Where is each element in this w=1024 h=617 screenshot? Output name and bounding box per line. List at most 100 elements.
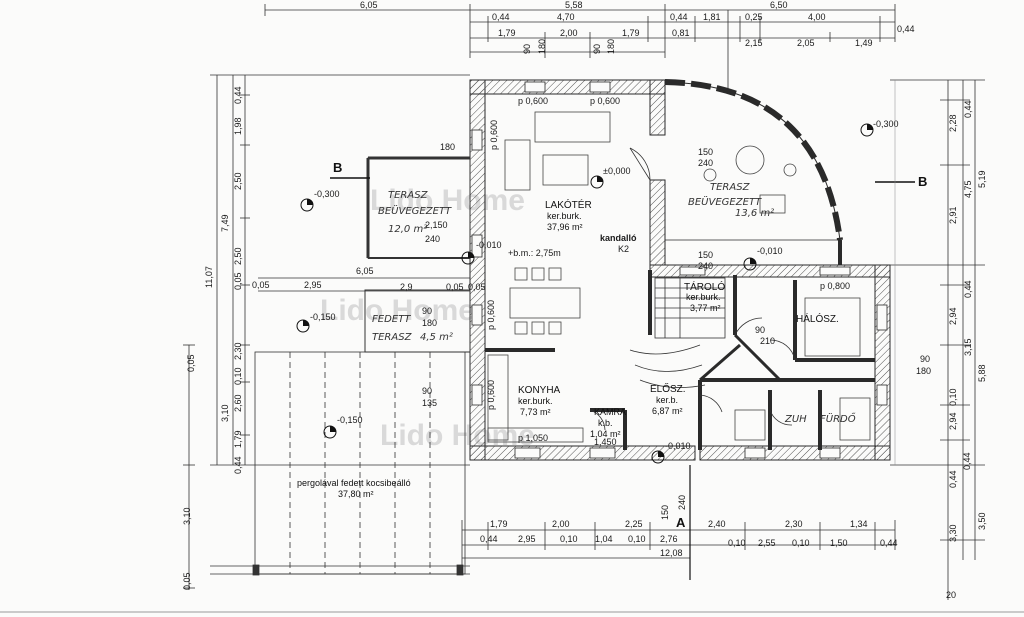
dim-label: 0,44: [880, 538, 898, 548]
room-labels: LAKÓTÉR ker.burk. 37,96 m² KONYHA ker.bu…: [297, 182, 856, 499]
dim-label: 180: [606, 39, 616, 54]
dim-label: 2,94: [948, 412, 958, 430]
dim-label: 0,44: [670, 12, 688, 22]
dim-label: 0,44: [948, 470, 958, 488]
dim-label: 1,79: [622, 28, 640, 38]
dim-label: 2,55: [758, 538, 776, 548]
dim-label: 1,49: [855, 38, 873, 48]
dim-label: 3,10: [220, 404, 230, 422]
dim-label: 2,15: [745, 38, 763, 48]
furniture: [487, 111, 871, 443]
level-marker-icon: [296, 319, 310, 333]
level-marker-icon: [651, 450, 665, 464]
annotations: +b.m.: 2,75m kandalló K2 p 0,600 p 0,600…: [252, 96, 931, 520]
section-b-left: B: [333, 160, 342, 175]
room-area: 1,04 m²: [590, 429, 621, 439]
dim-label: 0,10: [792, 538, 810, 548]
opening-size: 150: [698, 147, 713, 157]
opening-size: 240: [698, 261, 713, 271]
dim-label: 2,50: [233, 247, 243, 265]
right-dimension-lines: [890, 79, 985, 600]
dim-label: 2,25: [625, 519, 643, 529]
dim-label: 1,81: [703, 12, 721, 22]
terrace-area: 13,6 m²: [735, 208, 774, 219]
room-name: FÜRDŐ: [820, 411, 856, 425]
opening-size: 150: [660, 505, 670, 520]
left-dimension-lines: [183, 74, 470, 590]
dim-label: 1,98: [233, 117, 243, 135]
opening-size: 210: [760, 336, 775, 346]
dim-label: 0,44: [492, 12, 510, 22]
dim-label: 90: [592, 44, 602, 54]
room-finish: k.b.: [598, 418, 613, 428]
dim-label: 0,05: [446, 282, 464, 292]
dim-label: 0,10: [233, 367, 243, 385]
terrace-area: 4,5 m²: [420, 332, 453, 343]
opening-size: 240: [677, 495, 687, 510]
dim-label: 0,44: [480, 534, 498, 544]
dim-label: 3,30: [948, 524, 958, 542]
dim-label: 3,15: [963, 338, 973, 356]
dim-label: 0,10: [628, 534, 646, 544]
dim-label: 2,76: [660, 534, 678, 544]
dim-label: 1,79: [498, 28, 516, 38]
section-a-marker: A: [676, 515, 686, 530]
ceiling-height-label: +b.m.: 2,75m: [508, 248, 561, 258]
room-finish: ker.burk.: [547, 211, 582, 221]
dim-label: 1,79: [490, 519, 508, 529]
window-sill-label: p 0,600: [518, 96, 548, 106]
k2-label: K2: [618, 244, 629, 254]
dim-label: 0,44: [963, 100, 973, 118]
level-label: -0,010: [665, 441, 691, 451]
pergola-carport: [210, 351, 470, 576]
watermark: Lido Home: [370, 184, 525, 217]
room-name: LAKÓTÉR: [545, 198, 592, 211]
dim-label: 0,81: [672, 28, 690, 38]
room-name: KAMRA: [594, 407, 626, 417]
staircase: [629, 277, 726, 388]
top-dimension-lines: [264, 4, 896, 90]
dim-label: 0,44: [962, 452, 972, 470]
dim-label: 11,07: [204, 266, 214, 288]
dim-label: 5,88: [977, 364, 987, 382]
window-sill-label: p 0,600: [489, 120, 499, 150]
dim-label: 6,05: [360, 0, 378, 10]
dim-label: 0,05: [182, 572, 192, 590]
carport-area: 37,80 m²: [338, 489, 374, 499]
window-sill-label: p 0,600: [486, 380, 496, 410]
dim-label: 2,91: [948, 206, 958, 224]
room-name: ZUH: [784, 414, 807, 425]
dim-label: 2,9: [400, 282, 413, 292]
level-marker-icon: [323, 425, 337, 439]
dim-label: 0,10: [728, 538, 746, 548]
right-dimensions: 5,19 5,88 3,50 0,44 4,75 0,44 3,15 0,44 …: [946, 100, 987, 600]
level-marker-icon: [300, 198, 314, 212]
watermark: Lido Home: [320, 294, 475, 327]
bottom-dimensions: 1,79 2,00 2,25 2,40 2,30 1,34 0,44 2,95 …: [480, 519, 898, 558]
window-sill-label: p 0,600: [590, 96, 620, 106]
dim-label: 0,25: [745, 12, 763, 22]
opening-size: 135: [422, 398, 437, 408]
dim-label: 3,50: [977, 512, 987, 530]
dim-label: 2,28: [948, 114, 958, 132]
level-label: -0,300: [314, 189, 340, 199]
dim-label: 1,50: [830, 538, 848, 548]
opening-size: 90: [755, 325, 765, 335]
left-dimensions: 11,07 7,49 3,10 0,44 1,98 2,50 2,50 0,05…: [182, 86, 243, 590]
dim-label: 3,10: [182, 507, 192, 525]
dim-label: 2,50: [233, 172, 243, 190]
level-markers: [296, 123, 874, 464]
terrace-note: TERASZ: [372, 332, 413, 343]
room-name: TÁROLÓ: [684, 280, 725, 293]
opening-size: 240: [425, 234, 440, 244]
terrace-area: 12,0 m²: [388, 224, 427, 235]
doors: [589, 147, 796, 431]
dim-label: 2,40: [708, 519, 726, 529]
level-marker-icon: [590, 175, 604, 189]
level-label: -0,010: [476, 240, 502, 250]
dim-label: 0,05: [468, 282, 486, 292]
dim-label: 2,30: [233, 342, 243, 360]
diagonal-walls: [699, 333, 782, 382]
dim-label: 1,34: [850, 519, 868, 529]
room-name: HÁLÓSZ.: [796, 312, 839, 325]
